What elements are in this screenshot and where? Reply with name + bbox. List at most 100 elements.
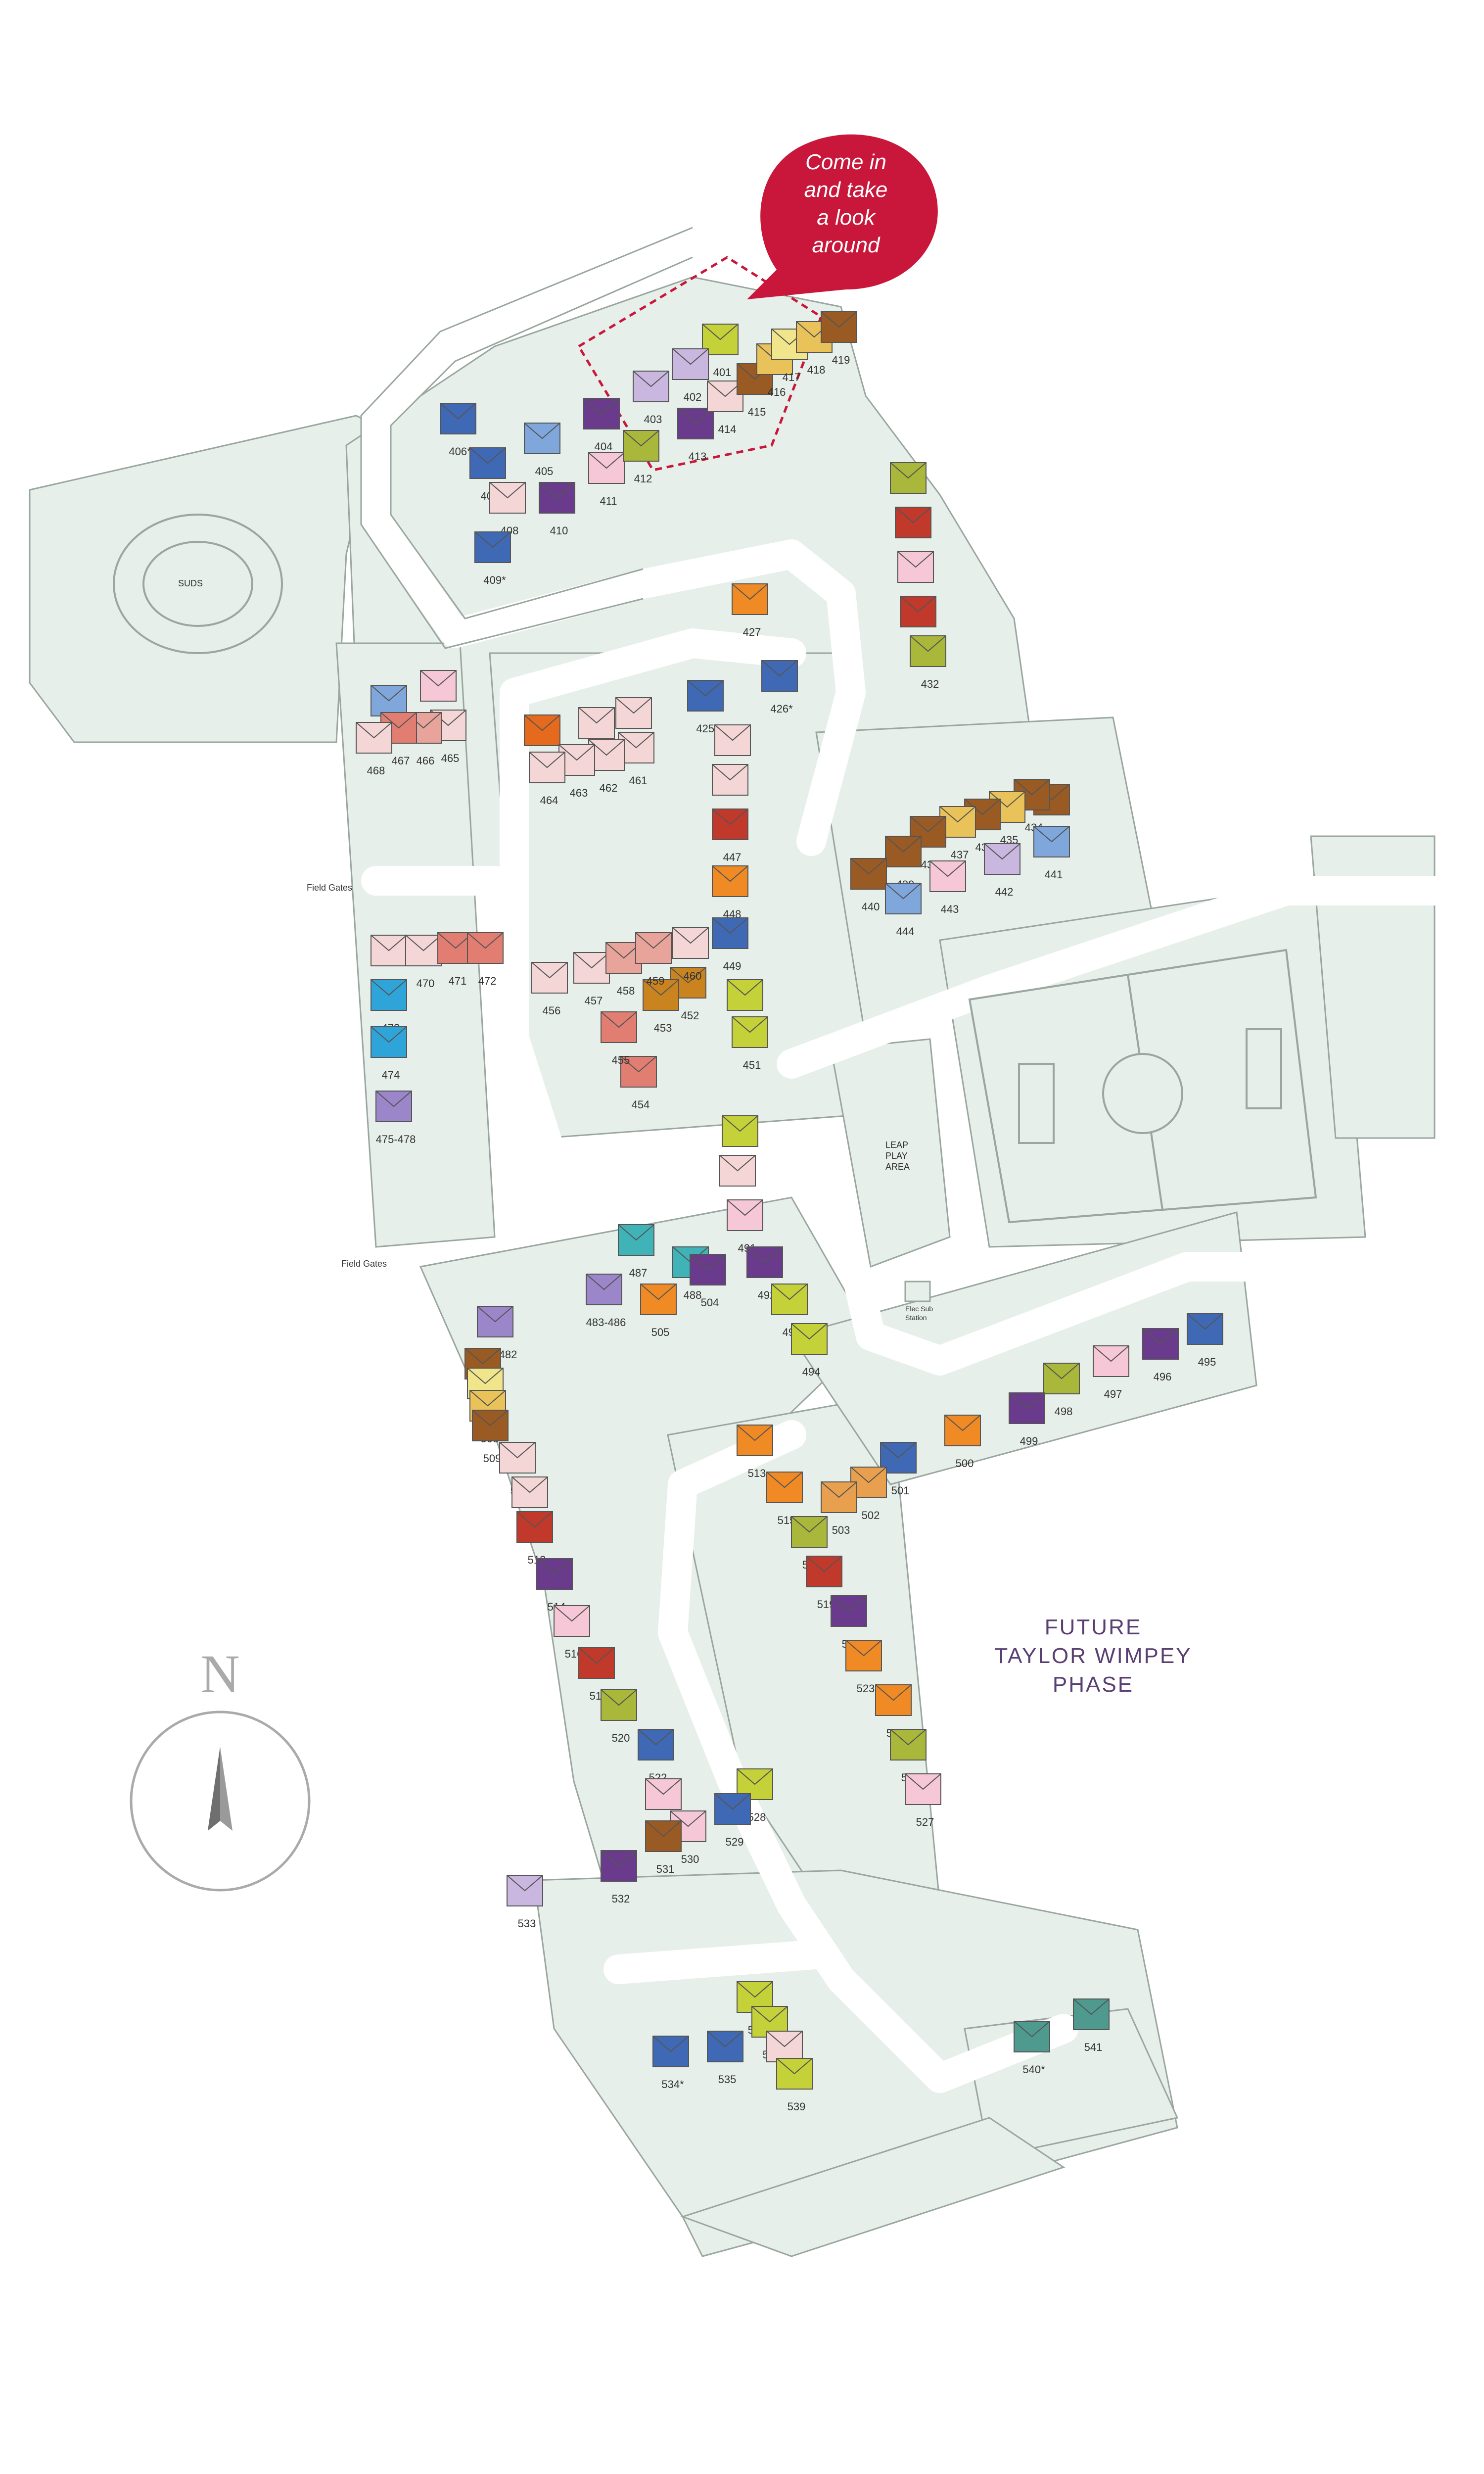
plot-449-number: 449 [723, 960, 742, 972]
show-home-boundary [577, 256, 823, 472]
plot-502-number: 502 [862, 1509, 880, 1522]
plot-514-roof [536, 1558, 573, 1575]
plot-527-number: 527 [916, 1816, 934, 1828]
plot-465-number: 465 [441, 752, 460, 764]
plot-416-number: 416 [768, 386, 786, 398]
plot-447-roof [712, 809, 748, 825]
plot-451-number: 451 [743, 1059, 761, 1071]
plot-515-roof [766, 1472, 803, 1488]
plot-470-roof [405, 935, 442, 952]
plot-449-roof [712, 917, 748, 934]
plot-426*-number: 426* [770, 703, 793, 715]
plot-401-roof [702, 324, 739, 340]
plot-509-number: 509 [483, 1452, 502, 1465]
plot-530-roof [670, 1810, 706, 1827]
plot-411-roof [588, 452, 625, 469]
elec-sub-station [904, 1281, 931, 1302]
road-north-loop [361, 228, 866, 856]
road-south-branch [603, 1940, 831, 1984]
plot-459-roof [635, 932, 672, 949]
plot-533-number: 533 [518, 1917, 536, 1930]
plot-473-roof [371, 979, 407, 996]
plot-455-roof [601, 1011, 637, 1028]
plot-455-number: 455 [612, 1054, 630, 1066]
plot-494-number: 494 [802, 1366, 821, 1378]
callout-bubble [747, 134, 938, 299]
plot-518-roof [578, 1647, 615, 1664]
plot-541-number: 541 [1084, 2041, 1103, 2053]
plot-468-number: 468 [367, 764, 385, 777]
plot-496-number: 496 [1154, 1371, 1172, 1383]
plot-509-roof [472, 1410, 509, 1427]
plot-488-number: 488 [684, 1289, 702, 1301]
plot-412-roof [623, 430, 659, 447]
plot-446-roof [712, 764, 748, 781]
plot-532-roof [601, 1850, 637, 1867]
plot-417-number: 417 [783, 371, 801, 383]
plot-475-478-roof [375, 1091, 412, 1107]
plot-499-number: 499 [1020, 1435, 1038, 1447]
suds-label: SUDS [178, 578, 203, 588]
plot-452-number: 452 [681, 1009, 699, 1022]
plot-442-roof [984, 843, 1020, 860]
plot-432-roof [910, 635, 946, 652]
plot-523-roof [845, 1640, 882, 1657]
plot-466-number: 466 [417, 755, 435, 767]
plot-420-roof [371, 685, 407, 702]
plot-498-number: 498 [1055, 1405, 1073, 1418]
plot-467-number: 467 [392, 755, 410, 767]
plot-474-roof [371, 1026, 407, 1043]
plot-475-478-number: 475-478 [376, 1133, 416, 1145]
plot-474-number: 474 [382, 1069, 400, 1081]
plot-421-roof [420, 670, 457, 687]
plot-427-number: 427 [743, 626, 761, 638]
plot-507-roof [467, 1368, 504, 1384]
plot-412-number: 412 [634, 473, 652, 485]
plot-524-roof [645, 1778, 682, 1795]
plot-539-roof [776, 2058, 813, 2075]
plot-462-number: 462 [600, 782, 618, 794]
plot-414-number: 414 [718, 423, 737, 435]
plot-456-number: 456 [543, 1004, 561, 1017]
plot-472-number: 472 [478, 975, 497, 987]
plot-436-roof [964, 799, 1001, 815]
plot-529-number: 529 [726, 1836, 744, 1848]
plot-415-number: 415 [748, 406, 766, 418]
plot-538-roof [766, 2031, 803, 2047]
plot-505-number: 505 [651, 1326, 670, 1338]
plot-448-roof [712, 865, 748, 882]
plot-410-roof [539, 482, 575, 499]
plot-435-roof [989, 791, 1025, 808]
plot-472-roof [467, 932, 504, 949]
leap-play-area [830, 1038, 951, 1268]
plot-522-roof [638, 1729, 674, 1746]
plot-460-roof [672, 927, 709, 944]
plot-425*-roof [687, 680, 724, 697]
plot-409*-roof [474, 531, 511, 548]
plot-519-roof [806, 1556, 842, 1572]
plot-496-roof [1142, 1328, 1179, 1345]
plot-493-roof [771, 1284, 808, 1300]
plot-531-number: 531 [656, 1863, 675, 1875]
plot-508-roof [469, 1390, 506, 1407]
plot-468-roof [356, 722, 392, 739]
callout-line-4: around [812, 233, 880, 257]
plot-409*-number: 409* [483, 574, 506, 586]
plot-490-roof [719, 1155, 756, 1172]
plot-504-number: 504 [701, 1296, 719, 1309]
plot-413-roof [677, 408, 714, 425]
plot-541-roof [1073, 1998, 1110, 2015]
plot-445-roof [714, 724, 751, 741]
leap-label-2: PLAY [885, 1151, 908, 1161]
plot-498-roof [1043, 1363, 1080, 1380]
elec-label-1: Elec Sub [905, 1305, 933, 1313]
plot-426*-roof [761, 660, 798, 677]
plot-439-roof [885, 836, 922, 853]
field-gates-label-2: Field Gates [341, 1259, 387, 1269]
plot-520-roof [601, 1689, 637, 1706]
plot-451-roof [732, 1016, 768, 1033]
plot-447-number: 447 [723, 851, 742, 863]
plot-527-roof [905, 1773, 941, 1790]
plot-487-roof [618, 1224, 654, 1241]
plot-461-roof [618, 732, 654, 749]
